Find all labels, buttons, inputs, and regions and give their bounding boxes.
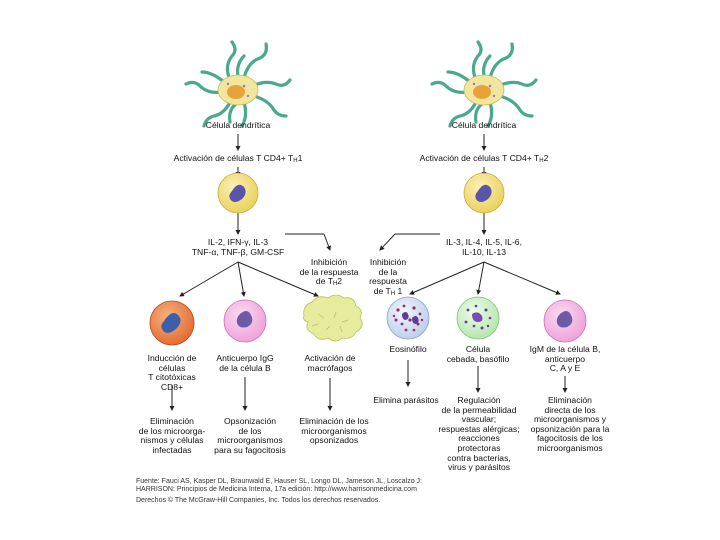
dendritic-label-left: Célula dendrítica	[205, 120, 271, 130]
effect-igg: Opsonización de los microorganismos para…	[214, 416, 286, 455]
outcome-macrophage: Activación de macrófagos	[304, 353, 356, 373]
th2-cell	[463, 172, 505, 214]
outcome-igm-line: anticuerpo	[544, 353, 586, 364]
outcome-eosinophil: Eosinófilo	[389, 344, 427, 355]
effect-igm-line: opsonización para la	[530, 423, 610, 434]
effect-igg-line: para su fagocitosis	[214, 444, 286, 455]
outcome-mast-line: Célula	[465, 344, 491, 354]
arrows	[169, 134, 568, 411]
outcome-igg-line: Anticuerpo IgG	[216, 353, 274, 363]
effect-ctl: Eliminación de los microorga- nismos y c…	[138, 416, 206, 455]
effect-igm-line: Eliminación	[548, 395, 592, 405]
effect-mast-line: Regulación	[457, 395, 501, 405]
cytotoxic-t-cell	[149, 300, 195, 346]
outcome-ctl-line: CD8+	[160, 381, 184, 392]
outcome-igm: IgM de la célula B, anticuerpo C, A y E	[529, 344, 601, 374]
outcome-igm-line: C, A y E	[549, 363, 581, 374]
th1-cytokines: IL-2, IFN-γ, IL-3 TNF-α, TNF-β, GM-CSF	[191, 237, 285, 257]
effect-mast-line: vascular;	[461, 414, 497, 425]
th1-cytokines-line2: TNF-α, TNF-β, GM-CSF	[191, 246, 285, 257]
outcome-ctl: Inducción de células T citotóxicas CD8+	[147, 353, 197, 392]
b-cell-right	[543, 299, 587, 343]
copyright-line: Derechos © The McGraw-Hill Companies, In…	[136, 497, 381, 504]
b-cell-left	[223, 299, 267, 343]
inhibition-line2: de la respuesta	[299, 266, 359, 277]
th1-activation-label: Activación de células T CD4+ TH1	[173, 153, 303, 164]
effect-ctl-line: nismos y células	[140, 435, 204, 446]
source-line-1: Fuente: Fauci AS, Kasper DL, Braunwald E…	[136, 478, 422, 485]
th2-cytokines-line1: IL-3, IL-4, IL-5, IL-6,	[446, 237, 522, 247]
effect-mast-line: de la permeabilidad	[441, 404, 517, 415]
effect-igm: Eliminación directa de los microorganism…	[530, 395, 610, 454]
macrophage	[303, 294, 363, 342]
effect-igg-line: microorganismos	[217, 435, 283, 446]
effect-igg-line: de los	[238, 425, 262, 436]
outcome-mast-line: cebada, basófilo	[446, 353, 510, 364]
effect-igm-line: directa de los	[544, 404, 596, 415]
effect-mast-line: virus y parásitos	[447, 462, 511, 473]
effect-igm-line: fagocitosis de los	[537, 433, 603, 444]
effect-mast-line: reacciones	[458, 433, 500, 444]
dendritic-label-right: Célula dendrítica	[451, 120, 517, 130]
mast-cell	[456, 296, 500, 340]
inhibition-r-line3: respuesta	[369, 276, 407, 287]
th1-inhibition-label: Inhibición de la respuesta de TH 1	[369, 257, 407, 299]
outcome-ctl-line: Inducción de	[147, 353, 197, 363]
effect-eosinophil: Elimina parásitos	[373, 395, 439, 406]
inhibition-line1: Inhibición	[310, 257, 348, 267]
th2-cytokines-line2: IL-10, IL-13	[462, 246, 506, 257]
outcome-igg-line: de la célula B	[219, 362, 271, 373]
effect-macro-line: opsonizados	[309, 435, 359, 446]
effect-eo-line: Elimina parásitos	[373, 395, 439, 405]
effect-mast-line: respuestas alérgicas;	[438, 423, 520, 434]
effect-mast-line: contra bacterias,	[447, 452, 511, 463]
outcome-ctl-line: células	[158, 362, 186, 373]
inhibition-r-line1: Inhibición	[369, 257, 407, 267]
inhibition-r-line2: de la	[378, 266, 398, 277]
dendritic-cell-left	[184, 40, 292, 128]
outcome-mast: Célula cebada, basófilo	[446, 344, 510, 364]
inhibition-line3: de TH2	[315, 276, 343, 288]
th1-cell	[217, 172, 259, 214]
outcome-macro-line: Activación de	[304, 353, 356, 363]
th1-cytokines-line1: IL-2, IFN-γ, IL-3	[207, 237, 269, 247]
th2-activation-label: Activación de células T CD4+ TH2	[419, 153, 549, 164]
effect-ctl-line: Eliminación	[150, 416, 194, 426]
eosinophil	[386, 296, 430, 340]
effect-mast-line: protectoras	[457, 442, 501, 453]
effect-macrophage: Eliminación de los microorganismos opson…	[299, 416, 369, 446]
inhibition-r-line4: de TH 1	[373, 285, 403, 297]
th2-cytokines: IL-3, IL-4, IL-5, IL-6, IL-10, IL-13	[446, 237, 522, 257]
effect-igm-line: microorganismos	[537, 442, 603, 453]
dendritic-cell-right	[430, 40, 538, 128]
effect-macro-line: microorganismos	[301, 425, 367, 436]
th2-inhibition-label: Inhibición de la respuesta de TH2	[299, 257, 359, 290]
source-line-2: HARRISON: Principios de Medicina Interna…	[136, 486, 417, 493]
effect-ctl-line: infectadas	[152, 444, 192, 455]
effect-igg-line: Opsonización	[223, 416, 277, 426]
outcome-igg: Anticuerpo IgG de la célula B	[216, 353, 274, 373]
effect-macro-line: Eliminación de los	[299, 416, 369, 426]
effect-igm-line: microorganismos y	[533, 414, 607, 425]
effect-ctl-line: de los microorga-	[138, 425, 206, 436]
effect-mast: Regulación de la permeabilidad vascular;…	[438, 395, 520, 473]
outcome-eo-line: Eosinófilo	[389, 344, 427, 354]
outcome-ctl-line: T citotóxicas	[148, 372, 196, 383]
outcome-macro-line: macrófagos	[307, 362, 353, 373]
outcome-igm-line: IgM de la célula B,	[529, 344, 601, 354]
